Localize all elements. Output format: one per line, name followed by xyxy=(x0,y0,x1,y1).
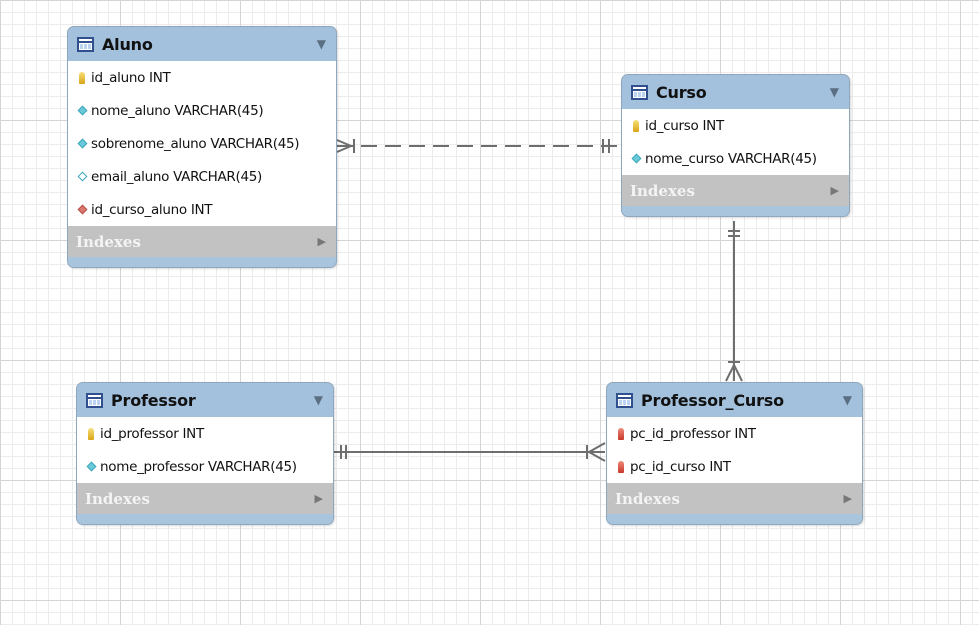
column-label: nome_professor VARCHAR(45) xyxy=(100,458,297,475)
entity-curso[interactable]: Curso ▼ id_curso INT nome_curso VARCHAR(… xyxy=(621,74,850,217)
column-row[interactable]: nome_curso VARCHAR(45) xyxy=(622,142,849,175)
expand-arrow-icon[interactable]: ▶ xyxy=(830,184,839,197)
table-icon xyxy=(77,36,94,52)
not-null-column-icon xyxy=(629,153,643,164)
column-label: nome_aluno VARCHAR(45) xyxy=(91,102,264,119)
column-row[interactable]: id_curso_aluno INT xyxy=(68,193,336,226)
indexes-section[interactable]: Indexes ▶ xyxy=(68,226,336,257)
column-row[interactable]: nome_professor VARCHAR(45) xyxy=(77,450,333,483)
expand-arrow-icon[interactable]: ▶ xyxy=(317,235,326,248)
entity-footer xyxy=(607,514,862,524)
column-row[interactable]: sobrenome_aluno VARCHAR(45) xyxy=(68,127,336,160)
indexes-section[interactable]: Indexes ▶ xyxy=(622,175,849,206)
indexes-section[interactable]: Indexes ▶ xyxy=(77,483,333,514)
foreign-key-column-icon xyxy=(75,204,89,215)
column-label: id_aluno INT xyxy=(91,69,171,86)
entity-title: Curso xyxy=(656,82,707,102)
indexes-label: Indexes xyxy=(615,489,680,508)
indexes-label: Indexes xyxy=(630,181,695,200)
entity-footer xyxy=(622,206,849,216)
entity-footer xyxy=(68,257,336,267)
entity-aluno[interactable]: Aluno ▼ id_aluno INT nome_aluno VARCHAR(… xyxy=(67,26,337,268)
collapse-arrow-icon[interactable]: ▼ xyxy=(313,393,323,407)
entity-footer xyxy=(77,514,333,524)
not-null-column-icon xyxy=(75,138,89,149)
column-label: pc_id_professor INT xyxy=(630,425,756,442)
crowfoot-zero-many-icon xyxy=(336,139,355,153)
column-label: id_curso_aluno INT xyxy=(91,201,213,218)
entity-professor-curso[interactable]: Professor_Curso ▼ pc_id_professor INT pc… xyxy=(606,382,863,525)
primary-key-icon xyxy=(75,71,89,84)
entity-header[interactable]: Curso ▼ xyxy=(622,75,849,109)
column-list: id_curso INT nome_curso VARCHAR(45) xyxy=(622,109,849,175)
indexes-label: Indexes xyxy=(85,489,150,508)
column-row[interactable]: id_curso INT xyxy=(622,109,849,142)
collapse-arrow-icon[interactable]: ▼ xyxy=(842,393,852,407)
crowfoot-exactly-one-icon xyxy=(602,139,610,153)
column-list: id_professor INT nome_professor VARCHAR(… xyxy=(77,417,333,483)
expand-arrow-icon[interactable]: ▶ xyxy=(314,492,323,505)
crowfoot-one-many-icon xyxy=(586,442,606,462)
column-label: id_professor INT xyxy=(100,425,204,442)
entity-title: Professor xyxy=(111,390,196,410)
table-icon xyxy=(86,392,103,408)
indexes-label: Indexes xyxy=(76,232,141,251)
not-null-column-icon xyxy=(75,105,89,116)
indexes-section[interactable]: Indexes ▶ xyxy=(607,483,862,514)
column-row[interactable]: email_aluno VARCHAR(45) xyxy=(68,160,336,193)
entity-title: Professor_Curso xyxy=(641,390,784,410)
collapse-arrow-icon[interactable]: ▼ xyxy=(829,85,839,99)
entity-header[interactable]: Professor_Curso ▼ xyxy=(607,383,862,417)
crowfoot-exactly-one-icon xyxy=(340,445,347,459)
primary-foreign-key-icon xyxy=(614,460,628,473)
primary-foreign-key-icon xyxy=(614,427,628,440)
column-label: email_aluno VARCHAR(45) xyxy=(91,168,262,185)
collapse-arrow-icon[interactable]: ▼ xyxy=(316,37,326,51)
column-list: pc_id_professor INT pc_id_curso INT xyxy=(607,417,862,483)
column-list: id_aluno INT nome_aluno VARCHAR(45) sobr… xyxy=(68,61,336,226)
crowfoot-one-many-icon xyxy=(725,361,743,382)
column-row[interactable]: pc_id_professor INT xyxy=(607,417,862,450)
entity-header[interactable]: Professor ▼ xyxy=(77,383,333,417)
primary-key-icon xyxy=(629,119,643,132)
primary-key-icon xyxy=(84,427,98,440)
column-label: nome_curso VARCHAR(45) xyxy=(645,150,817,167)
entity-header[interactable]: Aluno ▼ xyxy=(68,27,336,61)
column-label: pc_id_curso INT xyxy=(630,458,731,475)
column-label: sobrenome_aluno VARCHAR(45) xyxy=(91,135,300,152)
column-row[interactable]: id_aluno INT xyxy=(68,61,336,94)
expand-arrow-icon[interactable]: ▶ xyxy=(843,492,852,505)
column-label: id_curso INT xyxy=(645,117,724,134)
table-icon xyxy=(616,392,633,408)
not-null-column-icon xyxy=(84,461,98,472)
crowfoot-exactly-one-icon xyxy=(728,230,740,237)
column-row[interactable]: id_professor INT xyxy=(77,417,333,450)
entity-professor[interactable]: Professor ▼ id_professor INT nome_profes… xyxy=(76,382,334,525)
nullable-column-icon xyxy=(75,171,89,182)
entity-title: Aluno xyxy=(102,34,153,54)
column-row[interactable]: pc_id_curso INT xyxy=(607,450,862,483)
table-icon xyxy=(631,84,648,100)
column-row[interactable]: nome_aluno VARCHAR(45) xyxy=(68,94,336,127)
